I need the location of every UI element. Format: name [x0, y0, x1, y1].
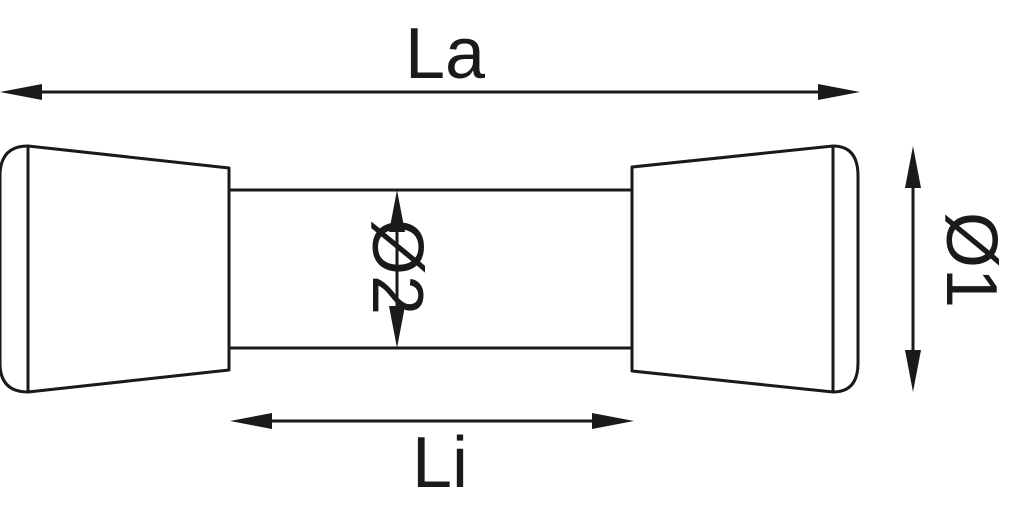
- right-arrowhead: [818, 84, 860, 100]
- left-cone: [0, 144, 231, 394]
- center-shaft: [224, 188, 636, 350]
- bottom-arrowhead: [389, 306, 405, 348]
- bottom-arrowhead: [905, 350, 921, 392]
- inner-length-label: Li: [412, 423, 468, 503]
- inner-length-dimension: Li: [230, 413, 634, 503]
- right-arrowhead: [592, 413, 634, 429]
- inner-diameter-dimension: Ø2: [357, 190, 437, 348]
- inner-diameter-label: Ø2: [357, 219, 437, 315]
- top-arrowhead: [905, 146, 921, 188]
- outer-diameter-dimension: Ø1: [905, 146, 1011, 392]
- outer-diameter-label: Ø1: [931, 212, 1011, 308]
- left-arrowhead: [230, 413, 272, 429]
- top-arrowhead: [389, 190, 405, 232]
- left-arrowhead: [0, 84, 42, 100]
- overall-length-dimension: La: [0, 14, 860, 100]
- overall-length-label: La: [405, 14, 486, 94]
- right-cone: [630, 144, 860, 394]
